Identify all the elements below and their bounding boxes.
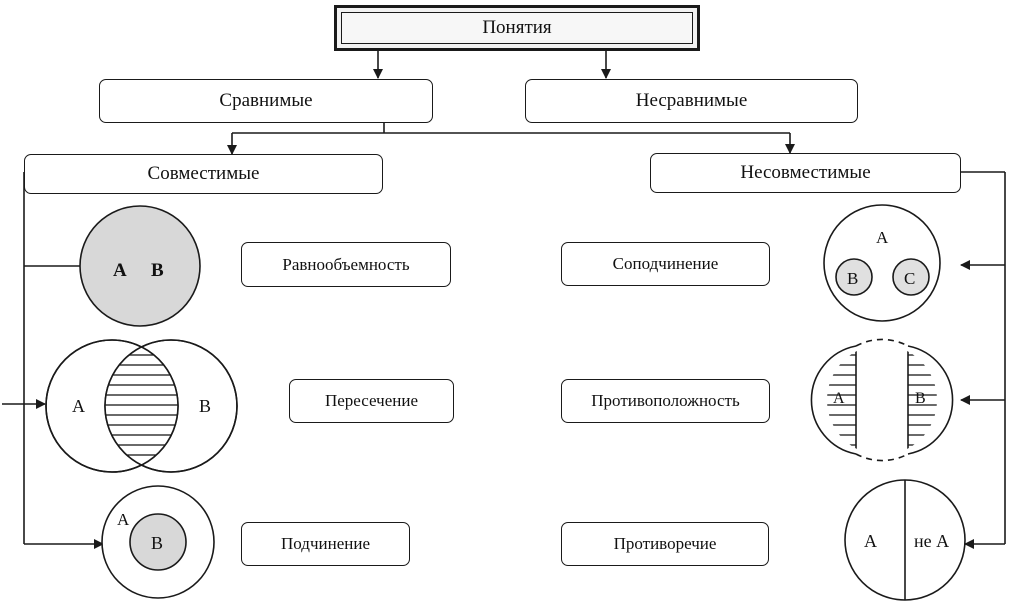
compatible-label: Совместимые (147, 163, 260, 184)
incompatible-label: Несовместимые (740, 162, 871, 183)
relation-contrariety-box: Противоположность (561, 379, 770, 423)
equivalence-label-a: А (113, 260, 127, 281)
contrariety-label-b: В (915, 390, 926, 407)
equivalence-label-b: В (151, 260, 164, 281)
relation-contradiction-label: Противоречие (613, 534, 717, 553)
incompatible-box: Несовместимые (650, 153, 961, 193)
contradiction-diagram: А не А (844, 479, 966, 601)
comparable-box: Сравнимые (99, 79, 433, 123)
contradiction-label-a: А (864, 531, 877, 551)
coordination-label-c: С (904, 269, 915, 288)
contrariety-label-a: А (833, 390, 845, 407)
relation-coordination-box: Соподчинение (561, 242, 770, 286)
relation-equivalence-box: Равнообъемность (241, 242, 451, 287)
intersection-label-b: В (199, 396, 211, 416)
subordination-diagram: А В (101, 485, 215, 599)
contrariety-diagram: А В (810, 338, 954, 462)
incomparable-label: Несравнимые (635, 90, 748, 111)
relation-equivalence-label: Равнообъемность (282, 254, 410, 274)
intersection-diagram: А В (45, 339, 238, 473)
equivalence-diagram: А В (79, 205, 201, 327)
incomparable-box: Несравнимые (525, 79, 858, 123)
relation-contradiction-box: Противоречие (561, 522, 769, 566)
root-concept-box: Понятия (334, 5, 700, 51)
relation-coordination-label: Соподчинение (612, 254, 719, 273)
contradiction-label-not-a: не А (914, 531, 949, 551)
relation-intersection-label: Пересечение (324, 391, 418, 410)
coordination-label-a: А (876, 228, 889, 247)
relation-intersection-box: Пересечение (289, 379, 454, 423)
relation-contrariety-label: Противоположность (591, 391, 740, 410)
relation-subordination-box: Подчинение (241, 522, 410, 566)
root-concept-label: Понятия (482, 17, 552, 38)
compatible-box: Совместимые (24, 154, 383, 194)
intersection-label-a: А (72, 396, 85, 416)
comparable-label: Сравнимые (219, 90, 313, 111)
coordination-label-b: В (847, 269, 858, 288)
subordination-label-a: А (117, 510, 130, 529)
coordination-diagram: А В С (823, 204, 941, 322)
subordination-label-b: В (151, 533, 163, 553)
relation-subordination-label: Подчинение (281, 534, 370, 553)
